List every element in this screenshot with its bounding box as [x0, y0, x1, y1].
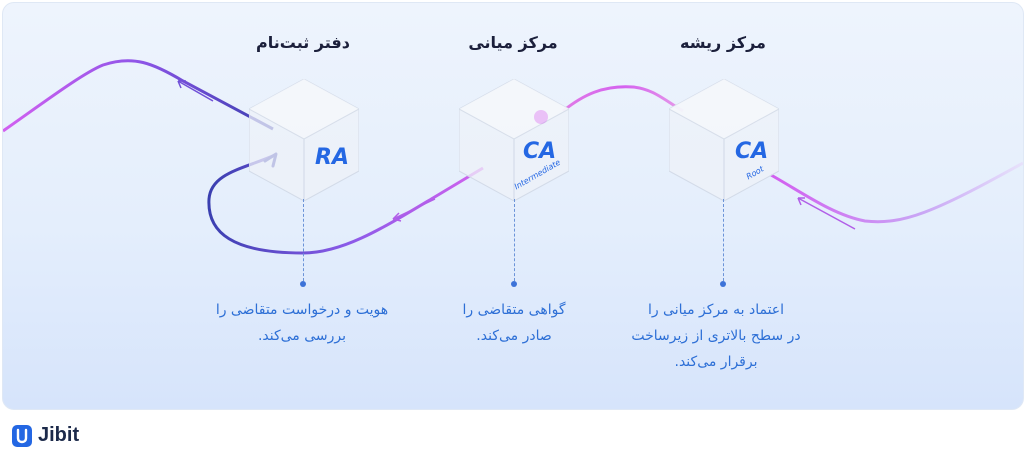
intermediate-connector-dot [511, 281, 517, 287]
ra-label: RA [315, 145, 349, 170]
brand-logo: Jibit [12, 424, 79, 447]
jibit-logo-icon [12, 424, 32, 447]
root-ca-label: CA [735, 139, 769, 164]
brand-name: Jibit [38, 424, 80, 446]
root-ca-cube: CA Root [668, 78, 780, 202]
diagram-card: مرکز ریشه CA Root اعتماد به مرکز میانی ر… [2, 2, 1024, 410]
ra-cube: RA [248, 78, 360, 202]
root-connector-line [723, 199, 724, 281]
intermediate-connector-line [514, 199, 515, 281]
node-desc-root: اعتماد به مرکز میانی را در سطح بالاتری ا… [631, 302, 801, 370]
node-desc-intermediate: گواهی متقاضی را صادر می‌کند. [462, 302, 566, 344]
root-connector-dot [720, 281, 726, 287]
ra-connector-dot [300, 281, 306, 287]
node-desc-ra: هویت و درخواست متقاضی را بررسی می‌کند. [215, 302, 389, 344]
intermediate-ca-cube: CA Intermediate [458, 78, 570, 202]
intermediate-ca-label: CA [523, 139, 557, 164]
node-title-root: مرکز ریشه [680, 33, 766, 52]
node-title-intermediate: مرکز میانی [468, 33, 558, 52]
node-title-ra: دفتر ثبت‌نام [256, 33, 350, 52]
ra-connector-line [303, 199, 304, 281]
